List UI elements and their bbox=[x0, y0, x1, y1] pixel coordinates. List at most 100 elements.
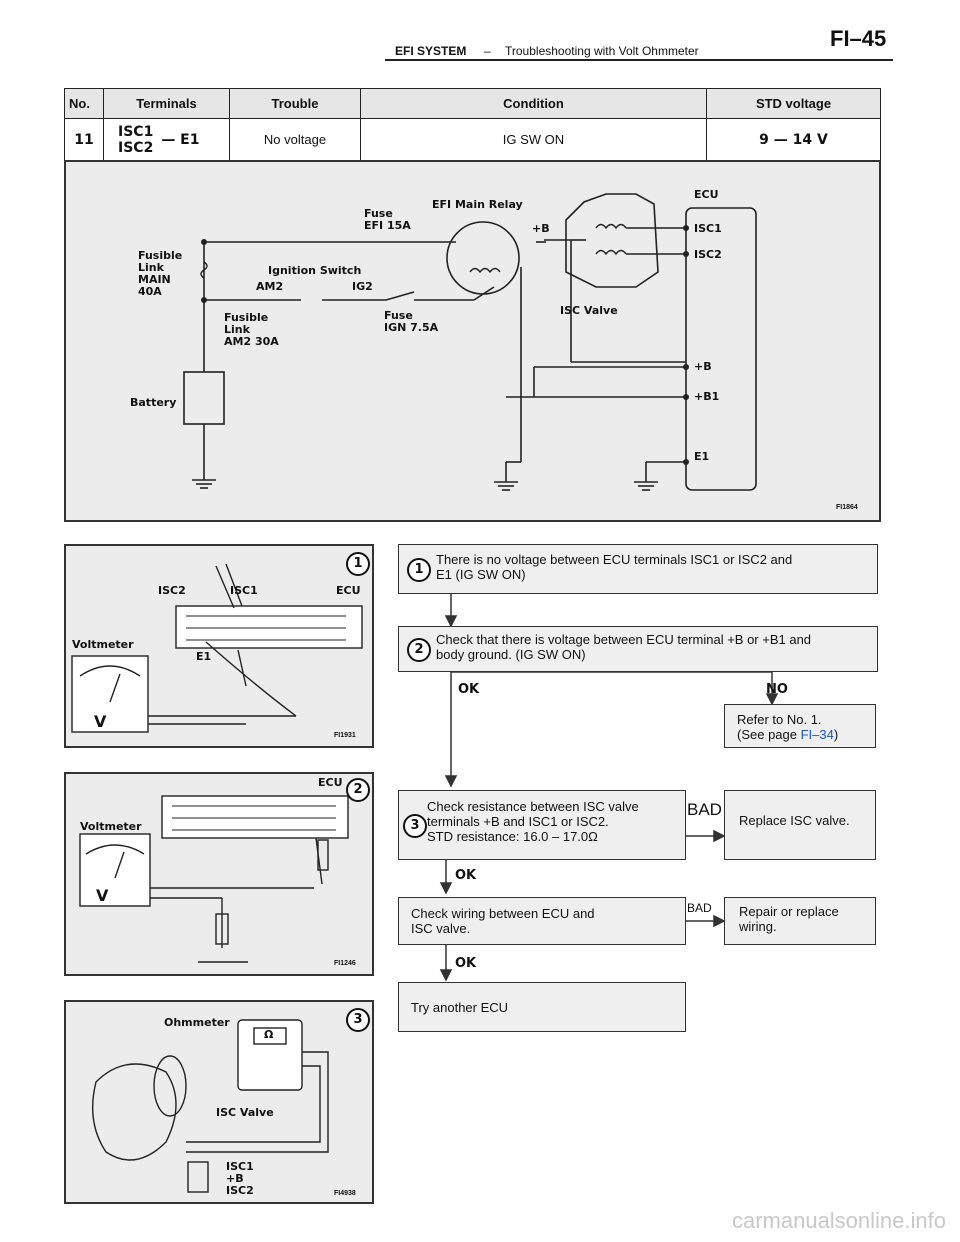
flow-replace-text: Replace ISC valve. bbox=[739, 813, 850, 828]
flow-step-3: 3 Check resistance between ISC valve ter… bbox=[398, 790, 686, 860]
flow-replace-box: Replace ISC valve. bbox=[724, 790, 876, 860]
flow-step-3-line1: Check resistance between ISC valve bbox=[427, 799, 639, 814]
flow-step-2-line1: Check that there is voltage between ECU … bbox=[436, 632, 812, 647]
fig3-label-plus-b: +B bbox=[226, 1172, 244, 1185]
flow-refer-prefix: (See page bbox=[737, 727, 801, 742]
col-no: No. bbox=[69, 95, 90, 111]
label-fusible-link-main: Fusible Link MAIN 40A bbox=[138, 249, 183, 298]
label-plus-b: +B bbox=[694, 360, 712, 373]
watermark: carmanualsonline.info bbox=[731, 1208, 946, 1233]
flow-try-ecu-text: Try another ECU bbox=[411, 1000, 509, 1015]
flow-step-1: 1 There is no voltage between ECU termin… bbox=[398, 544, 878, 594]
flow-step-3-number: 3 bbox=[403, 814, 427, 838]
row-no: 11 bbox=[74, 131, 94, 148]
flow-step-3-line3: STD resistance: 16.0 – 17.0Ω bbox=[427, 829, 598, 844]
flow-repair-line1: Repair or replace bbox=[739, 904, 839, 919]
fig-code-3: FI4938 bbox=[334, 1190, 356, 1197]
fig1-label-isc1: ISC1 bbox=[230, 584, 258, 597]
label-isc2: ISC2 bbox=[694, 248, 722, 261]
row-std-voltage: 9 — 14 V bbox=[759, 131, 828, 148]
flow-repair-line2: wiring. bbox=[739, 919, 777, 934]
fig2-label-voltmeter: Voltmeter bbox=[80, 820, 142, 833]
circuit-svg bbox=[183, 193, 757, 491]
label-isc1: ISC1 bbox=[694, 222, 722, 235]
fig3-label-isc1: ISC1 bbox=[226, 1160, 254, 1173]
label-battery: Battery bbox=[130, 396, 177, 409]
flow-step-2-number: 2 bbox=[407, 638, 431, 662]
col-condition: Condition bbox=[503, 95, 564, 111]
terminal-e1: — E1 bbox=[161, 131, 200, 148]
row-trouble: No voltage bbox=[263, 132, 327, 147]
flow-wiring-box: Check wiring between ECU and ISC valve. bbox=[398, 897, 686, 945]
fig1-label-isc2: ISC2 bbox=[158, 584, 186, 597]
fig2-label-ecu: ECU bbox=[318, 776, 343, 789]
label-fusible-link-am2: Fusible Link AM2 30A bbox=[224, 311, 279, 348]
col-std-voltage: STD voltage bbox=[755, 95, 832, 111]
label-ig2: IG2 bbox=[352, 280, 373, 293]
flow-refer-box: Refer to No. 1. (See page FI–34) bbox=[724, 704, 876, 748]
label-fuse-efi: Fuse EFI 15A bbox=[364, 207, 411, 232]
col-trouble: Trouble bbox=[271, 95, 319, 111]
flow-step-2: 2 Check that there is voltage between EC… bbox=[398, 626, 878, 672]
label-ignition-switch: Ignition Switch bbox=[268, 264, 362, 277]
figure-2-svg bbox=[79, 795, 349, 963]
figure-3-svg bbox=[91, 1019, 329, 1193]
fig3-label-isc-valve: ISC Valve bbox=[216, 1106, 274, 1119]
fig-code-1: FI1931 bbox=[334, 732, 356, 739]
figure-3-step-number: 3 bbox=[346, 1008, 370, 1032]
flow-refer-line1: Refer to No. 1. bbox=[737, 712, 822, 727]
figure-1-svg bbox=[71, 563, 363, 733]
flow-refer-suffix: ) bbox=[833, 727, 839, 742]
label-e1: E1 bbox=[694, 450, 710, 463]
flow-try-ecu-box: Try another ECU bbox=[398, 982, 686, 1032]
fig1-label-e1: E1 bbox=[196, 650, 212, 663]
header-rule bbox=[385, 59, 893, 61]
label-relay-plus-b: +B bbox=[532, 222, 550, 235]
flow-ok-1: OK bbox=[458, 682, 480, 697]
flow-wiring-line1: Check wiring between ECU and bbox=[411, 906, 595, 921]
label-efi-main-relay: EFI Main Relay bbox=[432, 198, 523, 211]
flow-step-1-line1: There is no voltage between ECU terminal… bbox=[436, 552, 793, 567]
section-subtitle: Troubleshooting with Volt Ohmmeter bbox=[505, 44, 699, 58]
label-plus-b1: +B1 bbox=[694, 390, 720, 403]
figure-2-voltmeter: 2 ECU Voltmeter V FI1246 bbox=[64, 772, 374, 976]
header-separator: – bbox=[484, 44, 491, 58]
figure-3-ohmmeter: 3 Ohmmeter Ω ISC Valve ISC1 +B ISC2 FI49… bbox=[64, 1000, 374, 1204]
fig3-label-ohmmeter: Ohmmeter bbox=[164, 1016, 230, 1029]
flow-ok-3: OK bbox=[455, 956, 477, 971]
fig1-label-ecu: ECU bbox=[336, 584, 361, 597]
fig3-label-omega: Ω bbox=[264, 1028, 274, 1041]
flow-bad-2: BAD bbox=[687, 901, 712, 915]
page-code: FI–45 bbox=[830, 26, 887, 51]
fig1-label-v: V bbox=[94, 712, 107, 731]
fig-code-2: FI1246 bbox=[334, 960, 356, 967]
row-condition: IG SW ON bbox=[502, 132, 565, 147]
section-title: EFI SYSTEM bbox=[395, 44, 467, 58]
label-isc-valve: ISC Valve bbox=[560, 304, 618, 317]
label-fuse-ign: Fuse IGN 7.5A bbox=[384, 309, 439, 334]
flow-refer-line2: (See page FI–34) bbox=[737, 727, 875, 742]
page-link-fi34[interactable]: FI–34 bbox=[800, 727, 834, 742]
flow-step-3-line2: terminals +B and ISC1 or ISC2. bbox=[427, 814, 609, 829]
circuit-diagram: Fusible Link MAIN 40A Battery Ignition S… bbox=[64, 160, 881, 522]
flow-repair-box: Repair or replace wiring. bbox=[724, 897, 876, 945]
flow-wiring-line2: ISC valve. bbox=[411, 921, 471, 936]
figure-2-step-number: 2 bbox=[346, 778, 370, 802]
figure-1-voltmeter: 1 ISC2 ISC1 ECU Voltmeter E1 V FI1931 bbox=[64, 544, 374, 748]
label-ecu: ECU bbox=[694, 188, 719, 201]
figure-1-step-number: 1 bbox=[346, 552, 370, 576]
terminal-isc1: ISC1 bbox=[118, 123, 154, 140]
flow-step-1-number: 1 bbox=[407, 558, 431, 582]
fig1-label-voltmeter: Voltmeter bbox=[72, 638, 134, 651]
flow-bad-1: BAD bbox=[687, 800, 722, 819]
flow-step-1-line2: E1 (IG SW ON) bbox=[436, 567, 526, 582]
terminal-isc2: ISC2 bbox=[118, 139, 154, 156]
label-am2: AM2 bbox=[256, 280, 284, 293]
flow-ok-2: OK bbox=[455, 868, 477, 883]
fig-code-circuit: FI1864 bbox=[836, 504, 858, 511]
col-terminals: Terminals bbox=[136, 95, 197, 111]
spec-table: No. Terminals Trouble Condition STD volt… bbox=[64, 88, 881, 161]
flow-no-1: NO bbox=[766, 682, 788, 697]
fig2-label-v: V bbox=[96, 886, 109, 905]
flow-step-2-line2: body ground. (IG SW ON) bbox=[436, 647, 586, 662]
